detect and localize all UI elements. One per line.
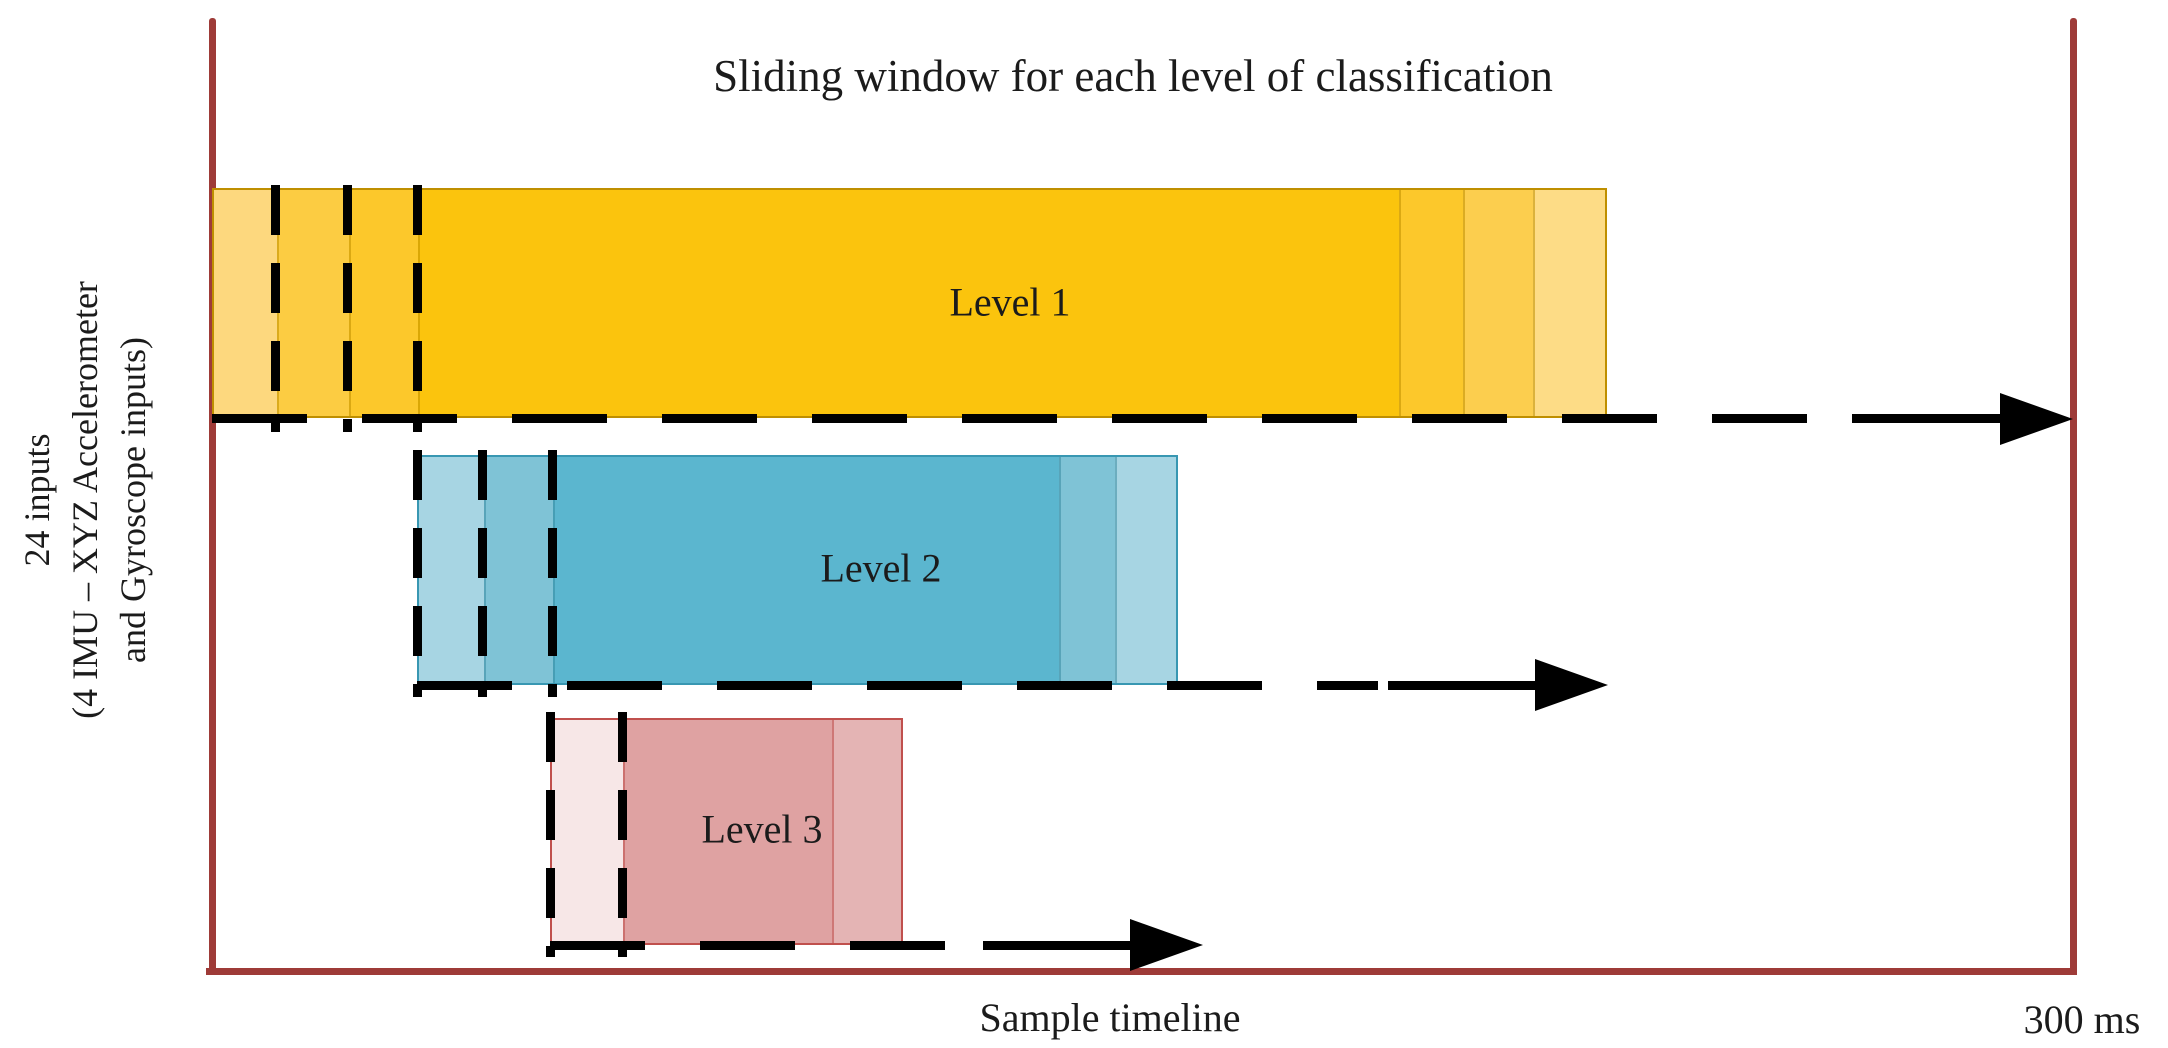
level2-overlap-segment bbox=[483, 457, 554, 683]
level1-overlap-segment bbox=[276, 190, 349, 416]
y-axis-label: 24 inputs (4 IMU – XYZ Accelerometer and… bbox=[13, 150, 157, 850]
level3-window-dash-vertical bbox=[546, 712, 555, 957]
level1-arrow-icon bbox=[2000, 393, 2073, 445]
level1-bar bbox=[212, 188, 1607, 418]
level2-window-dash-vertical bbox=[413, 450, 422, 697]
level3-arrow-shaft bbox=[983, 941, 1132, 950]
level1-window-dash-vertical bbox=[271, 185, 280, 432]
level3-window-dash-vertical bbox=[618, 712, 627, 957]
level2-overlap-segment bbox=[1058, 457, 1116, 683]
x-axis-label: Sample timeline bbox=[979, 995, 1241, 1040]
y-axis-label-line3: and Gyroscope inputs) bbox=[113, 337, 153, 663]
level2-label: Level 2 bbox=[820, 545, 942, 591]
level2-window-dash-vertical bbox=[478, 450, 487, 697]
level2-overlap-segment bbox=[419, 457, 484, 683]
level2-arrow-shaft bbox=[1388, 681, 1537, 690]
level2-timeline-dash bbox=[417, 681, 1378, 690]
frame-right-border bbox=[2070, 18, 2077, 975]
level2-bar bbox=[417, 455, 1178, 685]
level2-window-dash-vertical bbox=[548, 450, 557, 697]
level1-window-dash-vertical bbox=[343, 185, 352, 432]
frame-bottom-axis bbox=[206, 968, 2077, 975]
frame-left-border bbox=[209, 18, 216, 975]
level2-overlap-segment bbox=[1115, 457, 1176, 683]
level2-main-window bbox=[553, 457, 1059, 683]
level1-overlap-segment bbox=[214, 190, 277, 416]
level3-overlap-segment bbox=[831, 720, 901, 943]
level3-main-window bbox=[623, 720, 832, 943]
level3-label: Level 3 bbox=[701, 806, 823, 852]
level3-timeline-dash bbox=[550, 941, 976, 950]
figure-title: Sliding window for each level of classif… bbox=[713, 51, 1553, 101]
y-axis-label-line1: 24 inputs bbox=[17, 433, 57, 567]
level1-overlap-segment bbox=[1533, 190, 1605, 416]
timeline-end-value: 300 ms bbox=[2023, 997, 2141, 1042]
level1-overlap-segment bbox=[1398, 190, 1464, 416]
level1-window-dash-vertical bbox=[413, 185, 422, 432]
level1-arrow-shaft bbox=[1852, 414, 2004, 423]
level1-overlap-segment bbox=[1463, 190, 1534, 416]
level2-arrow-icon bbox=[1535, 659, 1608, 711]
y-axis-label-line2: (4 IMU – XYZ Accelerometer bbox=[65, 281, 105, 719]
level3-overlap-segment bbox=[552, 720, 624, 943]
level1-overlap-segment bbox=[348, 190, 419, 416]
level3-arrow-icon bbox=[1130, 919, 1203, 971]
level1-label: Level 1 bbox=[949, 279, 1071, 325]
level3-bar bbox=[550, 718, 903, 945]
level1-main-window bbox=[418, 190, 1399, 416]
level1-timeline-dash bbox=[212, 414, 1842, 423]
